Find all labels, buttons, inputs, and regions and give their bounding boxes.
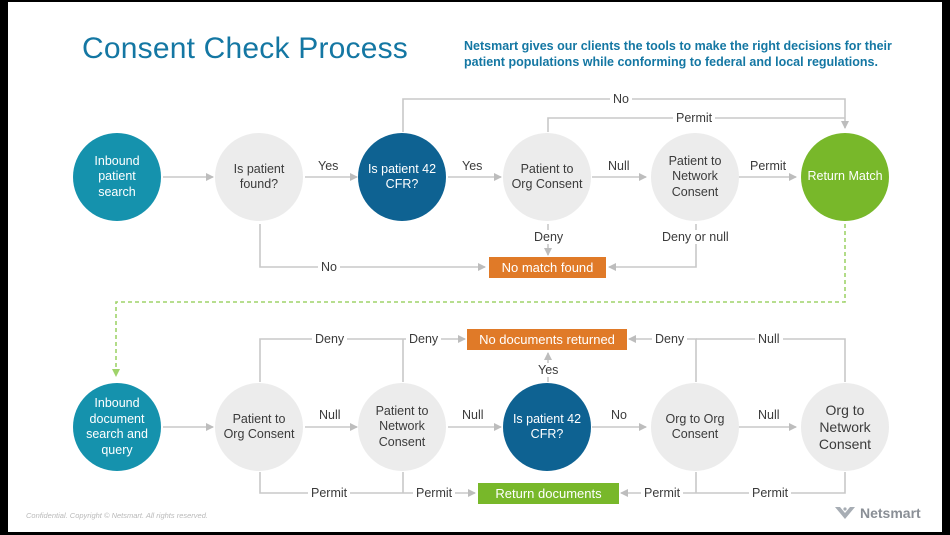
label-yes-2: Yes [459, 159, 486, 173]
label-deny: Deny [531, 230, 567, 244]
label-b-permit-3: Permit [641, 486, 684, 500]
label-yes-1: Yes [315, 159, 342, 173]
label-b-yes: Yes [535, 363, 562, 377]
node-patient-to-org-consent: Patient to Org Consent [503, 133, 591, 221]
node-b-is-patient-42cfr: Is patient 42 CFR? [503, 383, 591, 471]
edge-b-null-right [696, 338, 846, 382]
node-is-patient-found: Is patient found? [215, 133, 303, 221]
label-permit-1: Permit [747, 159, 790, 173]
label-b-null-2: Null [459, 408, 487, 422]
label-no-top: No [610, 92, 632, 106]
node-inbound-patient-search: Inbound patient search [73, 133, 161, 221]
node-org-to-org-consent: Org to Org Consent [651, 383, 739, 471]
node-b-patient-to-network-consent: Patient to Network Consent [358, 383, 446, 471]
edge-permit-top [547, 117, 845, 132]
box-no-match-found: No match found [489, 257, 606, 278]
label-b-null-3: Null [755, 408, 783, 422]
connector-lines [112, 98, 849, 497]
subtitle: Netsmart gives our clients the tools to … [464, 39, 892, 69]
node-return-match: Return Match [801, 133, 889, 221]
edge-b-deny-left [259, 335, 466, 382]
node-is-patient-42cfr: Is patient 42 CFR? [358, 133, 446, 221]
node-patient-to-network-consent: Patient to Network Consent [651, 133, 739, 221]
footer-copyright: Confidential. Copyright © Netsmart. All … [26, 511, 208, 520]
page-title: Consent Check Process [82, 32, 409, 65]
label-no-bottom: No [318, 260, 340, 274]
label-b-permit-4: Permit [749, 486, 792, 500]
label-b-null-top: Null [755, 332, 783, 346]
node-inbound-document-search: Inbound document search and query [73, 383, 161, 471]
label-deny-or-null: Deny or null [659, 230, 732, 244]
label-permit-top: Permit [673, 111, 716, 125]
label-b-deny-1: Deny [312, 332, 348, 346]
label-b-no: No [608, 408, 630, 422]
node-b-patient-to-org-consent: Patient to Org Consent [215, 383, 303, 471]
label-b-deny-2: Deny [406, 332, 442, 346]
node-org-to-network-consent: Org to Network Consent [801, 383, 889, 471]
netsmart-logo: Netsmart [834, 505, 921, 521]
label-b-null-1: Null [316, 408, 344, 422]
box-return-documents: Return documents [478, 483, 619, 504]
box-no-documents-returned: No documents returned [467, 329, 627, 350]
label-b-permit-1: Permit [308, 486, 351, 500]
edge-found-no [259, 224, 486, 271]
label-b-deny-3: Deny [652, 332, 688, 346]
slide-panel: Consent Check Process Netsmart gives our… [8, 2, 942, 532]
brand-name: Netsmart [860, 505, 921, 521]
label-b-permit-2: Permit [413, 486, 456, 500]
netsmart-mark-icon [835, 507, 855, 519]
edge-return-to-bottom [112, 224, 846, 377]
label-null-1: Null [605, 159, 633, 173]
